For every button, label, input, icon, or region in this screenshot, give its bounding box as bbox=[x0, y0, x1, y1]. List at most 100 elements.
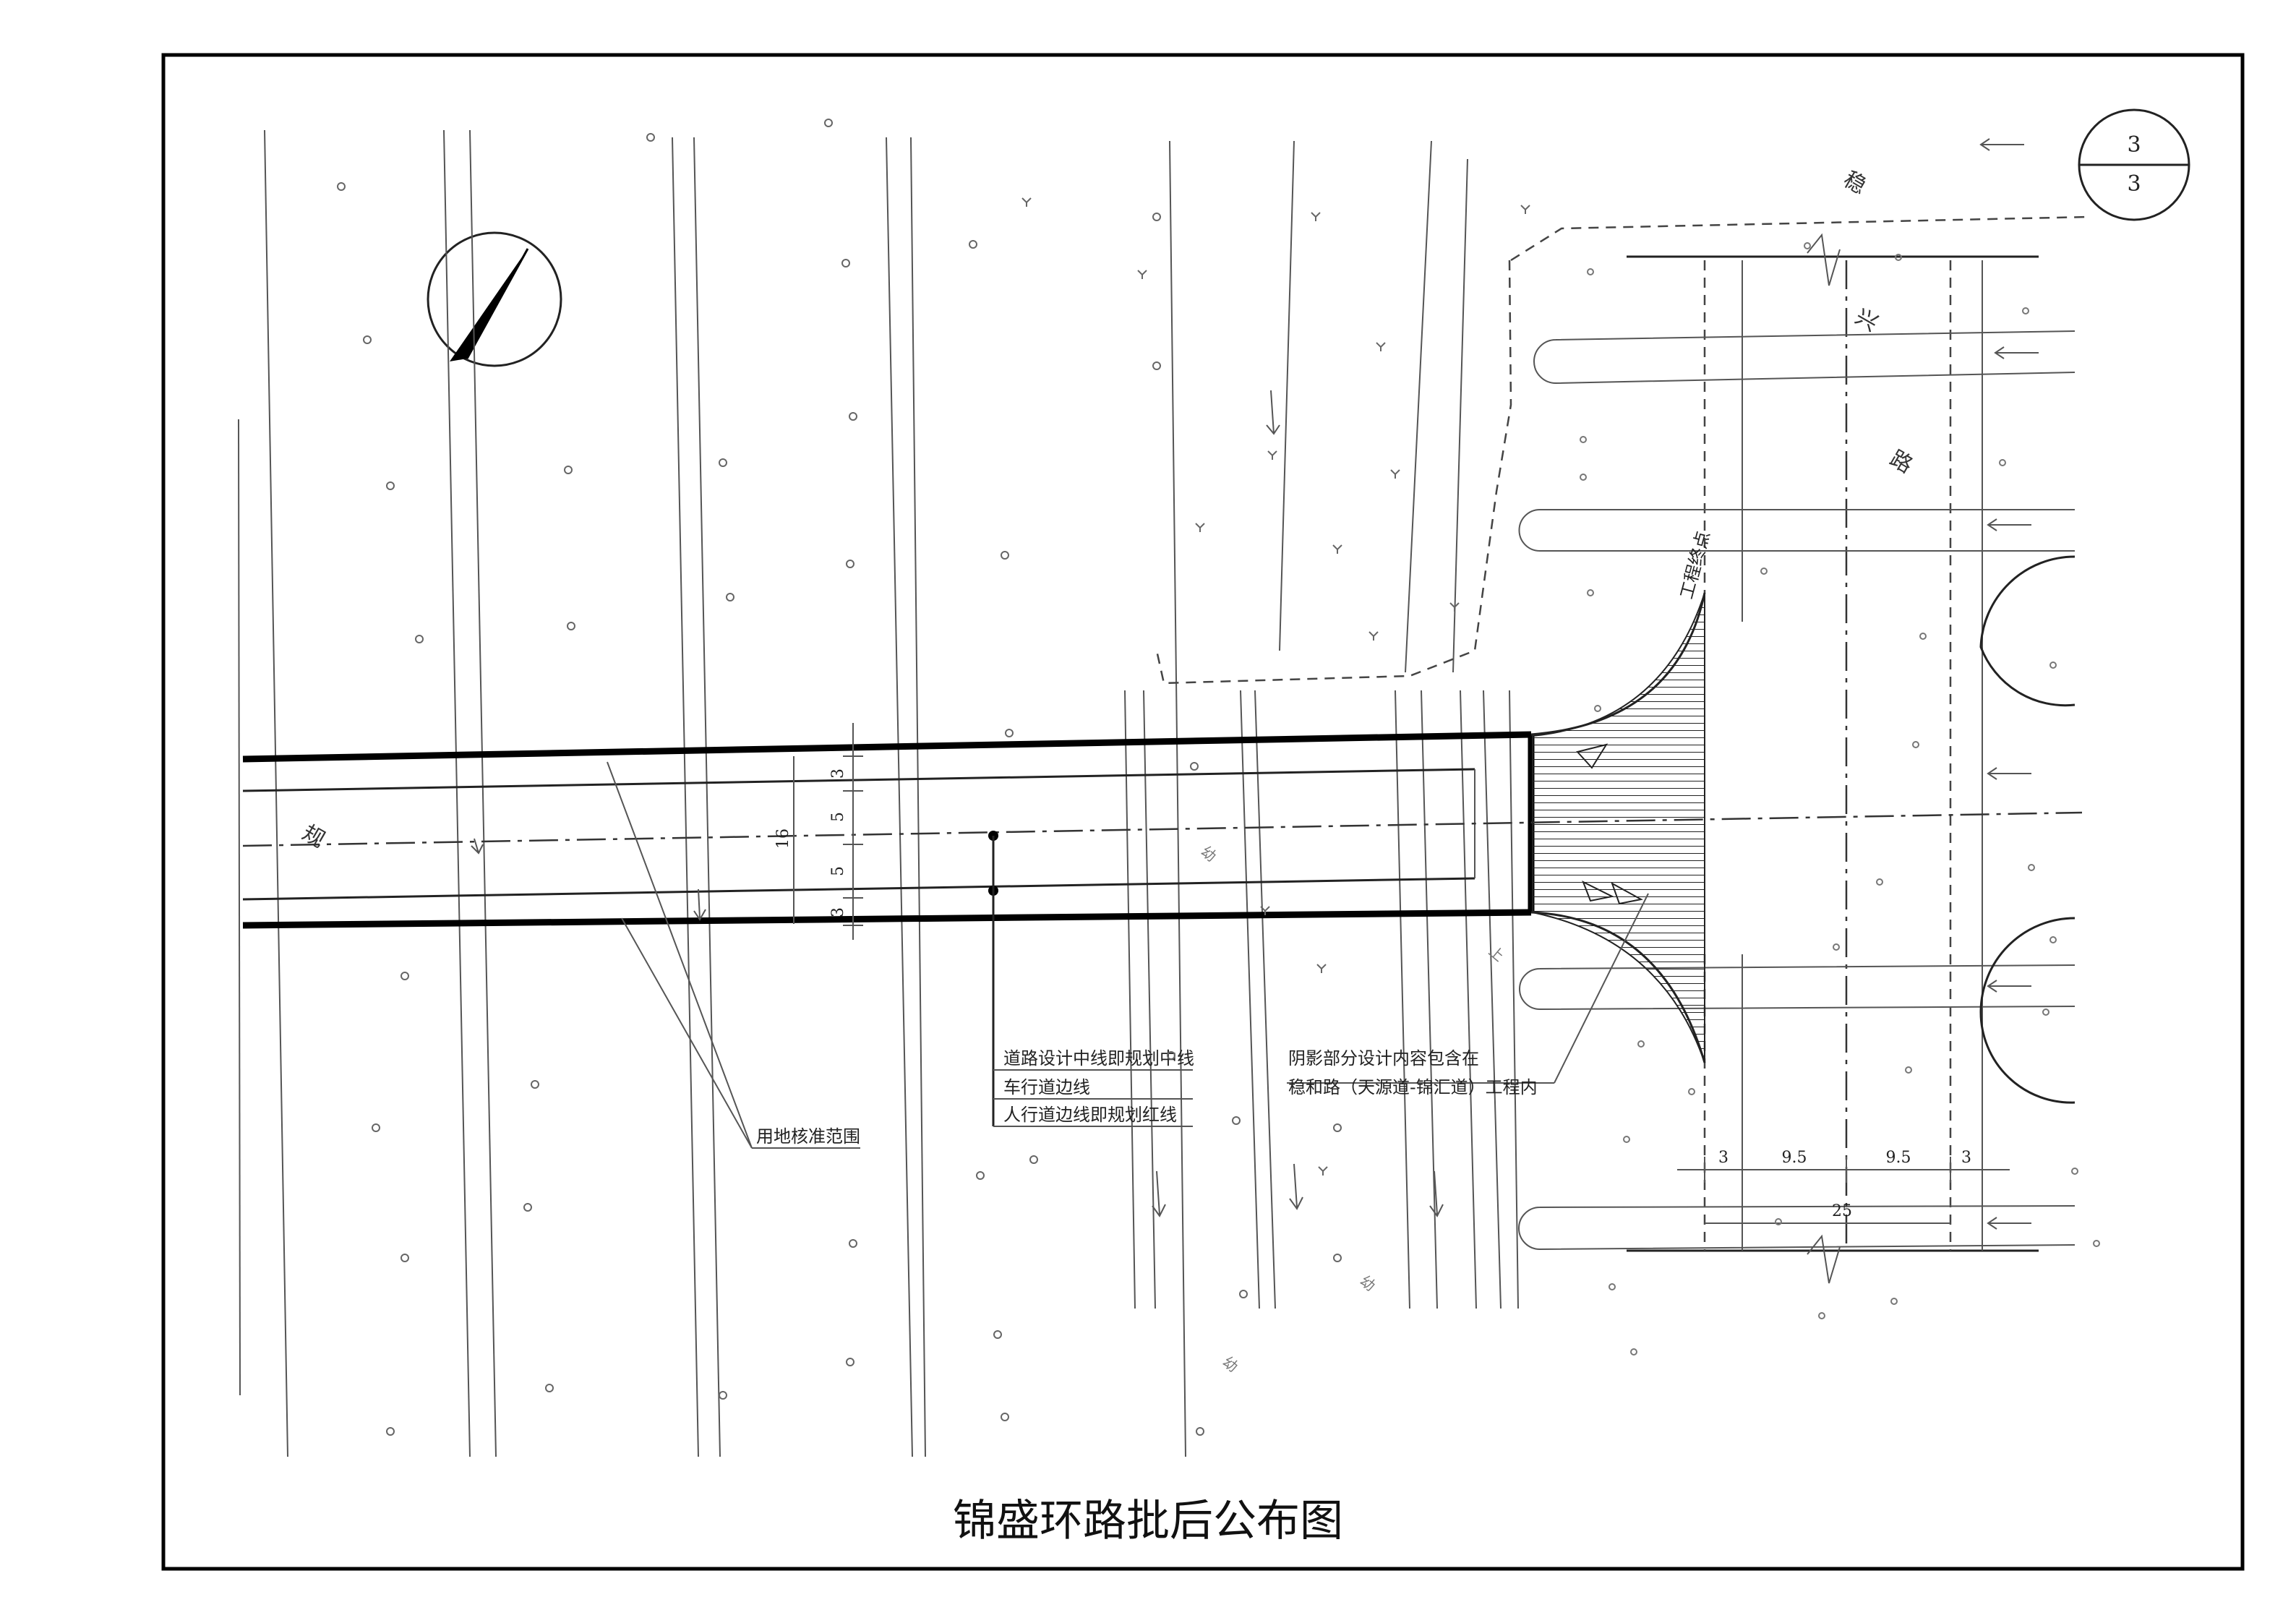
road-char-2: 兴 bbox=[1851, 304, 1882, 337]
dim-h-4: 3 bbox=[1961, 1149, 1971, 1167]
dim-v-total: 16 bbox=[774, 828, 792, 849]
road-char-1: 稳 bbox=[1839, 167, 1870, 200]
cross-road bbox=[1518, 233, 2076, 1284]
tree-symbol-icon bbox=[1001, 1413, 1009, 1421]
label-near-1: 上 bbox=[1486, 942, 1508, 964]
tree-symbol-icon bbox=[1637, 1040, 1645, 1048]
tree-symbol-icon bbox=[415, 635, 424, 643]
tree-symbol-icon bbox=[846, 560, 854, 568]
tree-symbol-icon bbox=[523, 1203, 532, 1212]
sheet-total: 3 bbox=[2127, 171, 2141, 197]
tree-symbol-icon bbox=[1005, 729, 1014, 737]
tree-symbol-icon bbox=[1594, 705, 1601, 712]
tree-symbol-icon bbox=[545, 1384, 554, 1392]
tree-symbol-icon bbox=[1167, 1051, 1175, 1060]
horizontal-dimension: 3 9.5 9.5 3 25 bbox=[1677, 1149, 2010, 1224]
tree-symbol-icon bbox=[531, 1080, 539, 1089]
shrub-symbol-icon bbox=[1332, 544, 1342, 554]
tree-symbol-icon bbox=[1239, 1290, 1248, 1298]
sheet-number: 3 bbox=[2127, 132, 2141, 158]
dim-h-total: 25 bbox=[1832, 1202, 1852, 1220]
tree-symbol-icon bbox=[363, 335, 372, 344]
shrub-symbol-icon bbox=[1390, 469, 1400, 479]
shrub-symbol-icon bbox=[1318, 1166, 1328, 1176]
hatched-note-1: 阴影部分设计内容包含在 bbox=[1288, 1048, 1479, 1069]
tree-symbol-icon bbox=[1580, 474, 1587, 481]
tree-symbol-icon bbox=[1912, 741, 1919, 748]
hatched-note-2: 稳和路（天源道-锦汇道）工程内 bbox=[1288, 1077, 1538, 1097]
tree-symbol-icon bbox=[1804, 242, 1811, 249]
hatched-area bbox=[1532, 592, 1705, 1063]
tree-symbol-icon bbox=[1919, 633, 1927, 640]
tree-symbol-icon bbox=[719, 458, 727, 467]
land-check-note: 用地核准范围 bbox=[756, 1126, 860, 1147]
tree-symbol-icon bbox=[386, 481, 395, 490]
shrub-symbol-icon bbox=[1368, 631, 1379, 641]
dim-v-2: 5 bbox=[829, 812, 847, 822]
label-near-4: 幼 bbox=[1220, 1353, 1242, 1375]
tree-symbol-icon bbox=[969, 240, 977, 249]
tree-symbol-icon bbox=[1630, 1348, 1637, 1356]
tree-symbol-icon bbox=[1029, 1155, 1038, 1164]
tree-symbol-icon bbox=[1587, 589, 1594, 596]
tree-symbol-icon bbox=[846, 1358, 854, 1366]
tree-symbol-icon bbox=[400, 1254, 409, 1262]
shrub-symbol-icon bbox=[1376, 342, 1386, 351]
tree-symbol-icon bbox=[841, 259, 850, 267]
vegetation-symbols bbox=[337, 119, 2100, 1436]
shrub-symbol-icon bbox=[1195, 523, 1205, 532]
dim-v-4: 3 bbox=[829, 907, 847, 917]
sidewalk-note: 人行道边线即规划红线 bbox=[1003, 1105, 1177, 1125]
drawing-frame bbox=[161, 53, 2245, 1571]
tree-symbol-icon bbox=[1688, 1088, 1695, 1095]
tree-symbol-icon bbox=[1775, 1218, 1782, 1225]
tree-symbol-icon bbox=[386, 1427, 395, 1436]
tree-symbol-icon bbox=[1905, 1066, 1912, 1074]
tree-symbol-icon bbox=[1196, 1427, 1204, 1436]
road-char-main: 规 bbox=[298, 821, 329, 853]
label-near-3: 幼 bbox=[1357, 1272, 1379, 1294]
tree-symbol-icon bbox=[726, 593, 734, 601]
drawing-title: 锦盛环路批后公布图 bbox=[953, 1496, 1343, 1546]
shrub-symbol-icon bbox=[1449, 602, 1460, 612]
tree-symbol-icon bbox=[1890, 1298, 1898, 1305]
tree-symbol-icon bbox=[1760, 568, 1768, 575]
dim-h-3: 9.5 bbox=[1886, 1149, 1911, 1167]
vertical-road-lines bbox=[238, 129, 1519, 1457]
north-arrow-icon bbox=[427, 231, 562, 367]
leader-lines bbox=[607, 761, 1649, 1149]
tree-symbol-icon bbox=[2028, 864, 2035, 871]
dim-h-2: 9.5 bbox=[1782, 1149, 1807, 1167]
tree-symbol-icon bbox=[337, 182, 346, 191]
tree-symbol-icon bbox=[2049, 661, 2057, 669]
centerline-note: 道路设计中线即规划中线 bbox=[1003, 1048, 1194, 1069]
shrub-symbol-icon bbox=[1021, 197, 1032, 207]
dim-v-1: 3 bbox=[829, 768, 847, 779]
tree-symbol-icon bbox=[2042, 1009, 2049, 1016]
carriageway-note: 车行道边线 bbox=[1003, 1077, 1090, 1097]
tree-symbol-icon bbox=[646, 133, 655, 142]
tree-symbol-icon bbox=[1333, 1123, 1342, 1132]
tree-symbol-icon bbox=[1833, 943, 1840, 951]
tree-symbol-icon bbox=[849, 1239, 857, 1248]
tree-symbol-icon bbox=[2022, 307, 2029, 314]
tree-symbol-icon bbox=[567, 622, 575, 630]
tree-symbol-icon bbox=[1623, 1136, 1630, 1143]
tree-symbol-icon bbox=[2049, 936, 2057, 943]
project-end-note: 工程终点 bbox=[1676, 529, 1714, 601]
tree-symbol-icon bbox=[1895, 254, 1902, 261]
tree-symbol-icon bbox=[372, 1123, 380, 1132]
shrub-symbol-icon bbox=[1267, 450, 1277, 460]
shrub-symbol-icon bbox=[1260, 906, 1270, 915]
tree-symbol-icon bbox=[1999, 459, 2006, 466]
dashed-boundary bbox=[1155, 215, 2090, 685]
shrub-symbol-icon bbox=[1316, 964, 1327, 973]
tree-symbol-icon bbox=[1580, 436, 1587, 443]
tree-symbol-icon bbox=[1876, 878, 1883, 886]
vertical-dimension: 3 5 5 3 16 bbox=[774, 723, 863, 940]
shrub-symbol-icon bbox=[1311, 212, 1321, 221]
road-char-3: 路 bbox=[1885, 446, 1916, 479]
flow-arrow-icon bbox=[471, 138, 2039, 1230]
shrub-symbol-icon bbox=[1520, 205, 1530, 214]
